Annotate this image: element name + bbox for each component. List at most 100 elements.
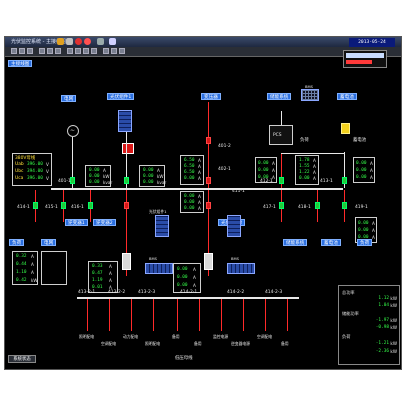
breaker-pv1[interactable] (124, 177, 129, 184)
alarm-indicator[interactable] (343, 50, 387, 68)
toolbar-icon-report[interactable] (109, 38, 116, 45)
inverter-1[interactable] (122, 253, 131, 270)
tool-button-6[interactable] (55, 48, 61, 54)
alarm-indicator-bar (346, 53, 384, 58)
inverter-red-box[interactable] (122, 143, 134, 154)
tool-button-11[interactable] (103, 48, 109, 54)
tool-button-4[interactable] (39, 48, 45, 54)
breaker-tag-412: 412-1 (260, 179, 273, 184)
feeder-drop-9 (265, 299, 266, 331)
tool-button-3[interactable] (27, 48, 33, 54)
panel3-u2: A (198, 164, 201, 169)
feeder-name-1: 照明配电 (79, 334, 95, 339)
summary-k3: 储能功率 (342, 311, 359, 316)
panel3-v4: 0.00 (184, 176, 195, 181)
panel10-u3: A (193, 283, 196, 288)
cabinet-icon-1 (145, 263, 173, 274)
panel9-u2: A (109, 271, 112, 276)
toolbar-icon-print[interactable] (66, 38, 73, 45)
panel3-u1: A (198, 158, 201, 163)
home-button[interactable]: 主接线图 (8, 60, 33, 67)
panel7-v2: 0.00 (184, 200, 195, 205)
panel8-u3: A (372, 235, 375, 240)
panel7-u3: A (198, 206, 201, 211)
breaker-trafo-mid[interactable] (206, 177, 211, 184)
panel1-u1: A (103, 168, 106, 173)
meter-panel-3: 6.50 A 6.50 A 6.50 A 0.00 A (180, 155, 204, 185)
feeder-name-4: 照明配电 (145, 341, 161, 346)
tool-button-13[interactable] (119, 48, 125, 54)
left-meter-u4: kW (31, 278, 38, 283)
label-load-right: 负荷 (300, 138, 309, 143)
panel9-u3: A (109, 278, 112, 283)
breaker-tag-418: 418-1 (298, 205, 311, 210)
tool-button-10[interactable] (91, 48, 97, 54)
breaker-feeder-7[interactable] (315, 202, 320, 209)
breaker-grid[interactable] (70, 177, 75, 184)
window-title: 光伏监控系统 - 主接线图 (11, 39, 66, 45)
tool-button-8[interactable] (75, 48, 81, 54)
wire-storage (281, 153, 282, 188)
panel1-u3: kvar (103, 180, 113, 185)
breaker-feeder-3[interactable] (88, 202, 93, 209)
breaker-feeder-2[interactable] (61, 202, 66, 209)
wire-down-5 (208, 190, 209, 276)
feeder-name-7: 监控电源 (213, 334, 229, 339)
panel2-u3: kvar (157, 180, 167, 185)
cabinet-label-2: BMS (231, 257, 239, 261)
left-meter-v4: 0.42 (16, 278, 27, 283)
bus-meter-v3: 396.00 (27, 176, 43, 181)
feeder-drop-3 (131, 299, 132, 331)
label-inv1-top: 变压器 (201, 93, 221, 100)
breaker-storage[interactable] (279, 177, 284, 184)
panel9-v1: 0.33 (92, 264, 103, 269)
cabinet-icon-2 (227, 263, 255, 274)
panel10-u1: A (193, 267, 196, 272)
panel4-v3: 1.22 (299, 170, 310, 175)
breaker-feeder-4[interactable] (124, 202, 129, 209)
meter-panel-9: 0.33 A 0.47 A 1.19 A 0.01 A (88, 261, 118, 293)
toolbar-icon-stop[interactable] (84, 38, 91, 45)
bus-meter-k2: Ubc (15, 169, 24, 174)
wire-battery (344, 152, 345, 188)
toolbar-icon-save[interactable] (57, 38, 64, 45)
pv-array-3 (227, 215, 241, 237)
tool-button-2[interactable] (19, 48, 25, 54)
breaker-battery[interactable] (342, 177, 347, 184)
toolbar-icon-settings[interactable] (97, 38, 104, 45)
breaker-trafo-top[interactable] (206, 137, 211, 144)
feeder-drop-1 (87, 299, 88, 331)
toolbar-icon-alarm[interactable] (75, 38, 82, 45)
tool-button-7[interactable] (67, 48, 73, 54)
inverter-2[interactable] (204, 253, 213, 270)
tool-button-12[interactable] (111, 48, 117, 54)
label-storage-mid: 储能系统 (283, 239, 308, 246)
wire-grid (72, 137, 73, 188)
system-clock: 2013-05-24 10:23:04 (349, 38, 395, 54)
sub-tag-3: 413-2-3 (138, 290, 156, 295)
meter-panel-4: 1.78 A 1.55 A 1.22 A 0.00 A (295, 155, 319, 185)
status-button[interactable]: 系统状态 (8, 355, 36, 363)
grid-source-icon (67, 125, 79, 137)
grid-source-tilde: ∼ (70, 127, 76, 134)
breaker-feeder-5[interactable] (206, 202, 211, 209)
tool-button-5[interactable] (47, 48, 53, 54)
feeder-name-2: 空调配电 (101, 341, 117, 346)
breaker-feeder-8[interactable] (342, 202, 347, 209)
panel4-u3: A (313, 170, 316, 175)
summary-k1: 总功率 (342, 290, 355, 295)
battery-icon (341, 123, 350, 134)
feeder-drop-7 (221, 299, 222, 331)
bus-meter-u1: V (46, 162, 49, 167)
breaker-feeder-1[interactable] (33, 202, 38, 209)
tool-button-9[interactable] (83, 48, 89, 54)
pcs-box[interactable]: PCS (269, 125, 293, 145)
breaker-feeder-6[interactable] (279, 202, 284, 209)
panel5-u3: A (272, 175, 275, 180)
panel5-v1: 0.00 (258, 161, 269, 166)
summary-k5: 负荷 (342, 334, 351, 339)
label-pv-mid: 光伏组件1 (149, 209, 167, 214)
panel1-u2: kW (103, 174, 110, 179)
sub-tag-6: 414-2-3 (265, 290, 283, 295)
tool-button-1[interactable] (11, 48, 17, 54)
